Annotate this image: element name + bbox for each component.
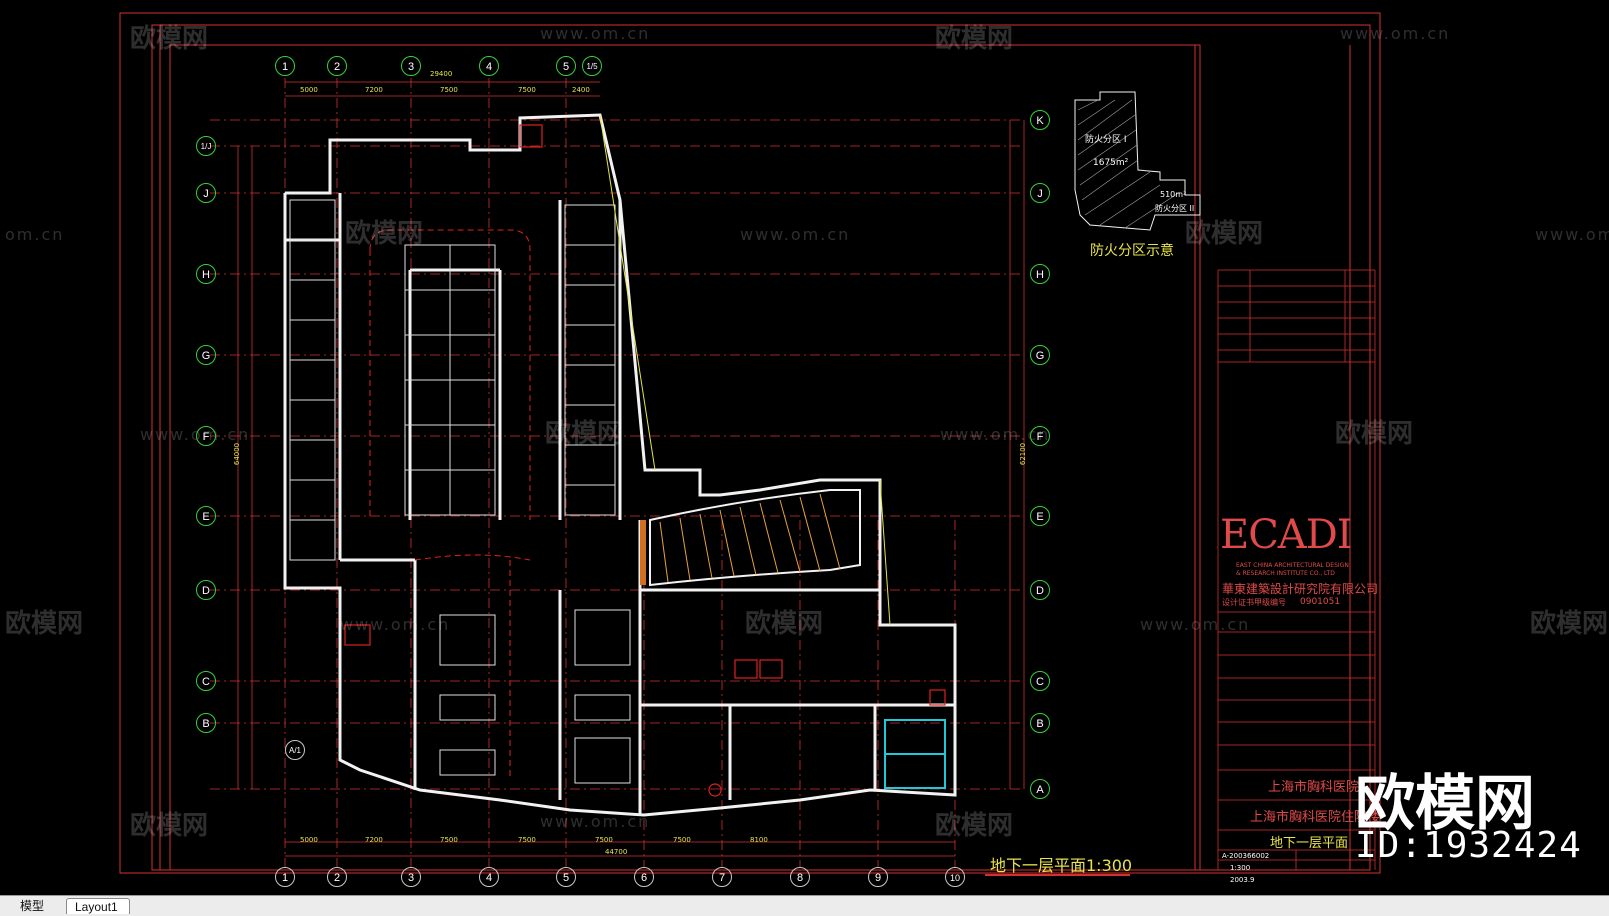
parking-stalls (289, 199, 631, 784)
title-block (1217, 269, 1376, 870)
building-walls (283, 113, 957, 817)
sheet-frame (119, 12, 1381, 874)
fire-zone-diagram (1074, 91, 1201, 231)
model-id: ID:1932424 (1355, 825, 1582, 866)
axis-bubble-right: K (1030, 110, 1050, 130)
axis-bubble-top: 1/5 (582, 56, 602, 76)
ramp-edge (640, 520, 646, 585)
axis-bubble-top: 2 (327, 56, 347, 76)
cad-model-viewport[interactable]: 欧模网 www.om.cn 欧模网 www.om.cn om.cn 欧模网 ww… (0, 0, 1609, 895)
axis-bubble-top: 4 (479, 56, 499, 76)
ramp-hatch (649, 489, 861, 587)
axis-bubble-bottom: 2 (327, 867, 347, 887)
axis-bubble-left: B (196, 713, 216, 733)
axis-bubble-right: E (1030, 506, 1050, 526)
axis-bubble-bottom: 3 (401, 867, 421, 887)
axis-bubble-right: C (1030, 671, 1050, 691)
tab-model[interactable]: 模型 (20, 899, 45, 913)
axis-bubble-left: H (196, 264, 216, 284)
dimension-lines (237, 81, 1025, 857)
axis-bubble-left: F (196, 426, 216, 446)
axis-bubble-right: F (1030, 426, 1050, 446)
yellow-leaders (599, 114, 891, 626)
axis-bubble-bottom: 7 (712, 867, 732, 887)
axis-bubble-left: D (196, 580, 216, 600)
driveway (369, 229, 531, 780)
axis-bubble-bottom: 8 (790, 867, 810, 887)
axis-bubble-right: B (1030, 713, 1050, 733)
axis-bubble-left: J (196, 183, 216, 203)
tank-room (884, 719, 946, 789)
axis-bubble-bottom: 4 (479, 867, 499, 887)
axis-bubble-right: A (1030, 779, 1050, 799)
axis-bubble-bottom: 10 (945, 867, 965, 887)
axis-bubble-right: H (1030, 264, 1050, 284)
axis-bubble-left: E (196, 506, 216, 526)
equipment-symbols (344, 124, 946, 797)
omo-logo: 欧模网 (1355, 769, 1535, 839)
floor-plan-drawing[interactable] (0, 0, 1609, 895)
axis-bubble-top: 1 (275, 56, 295, 76)
axis-bubble-bottom: 1 (275, 867, 295, 887)
axis-bubble-left: C (196, 671, 216, 691)
axis-bubble-left: G (196, 345, 216, 365)
axis-bubble-right: D (1030, 580, 1050, 600)
axis-bubble-bottom: 6 (634, 867, 654, 887)
axis-bubble-right: J (1030, 183, 1050, 203)
axis-bubble-bottom: 9 (868, 867, 888, 887)
axis-bubble-top: 5 (556, 56, 576, 76)
axis-bubble-left: 1/J (196, 136, 216, 156)
axis-bubble-top: 3 (401, 56, 421, 76)
tab-layout1[interactable]: Layout1 (66, 898, 130, 914)
layout-tab-bar: 模型 Layout1 (0, 895, 1609, 916)
axis-bubble-bottom: 5 (556, 867, 576, 887)
axis-bubble-right: G (1030, 345, 1050, 365)
axis-bubble-extra: A/1 (285, 740, 305, 760)
